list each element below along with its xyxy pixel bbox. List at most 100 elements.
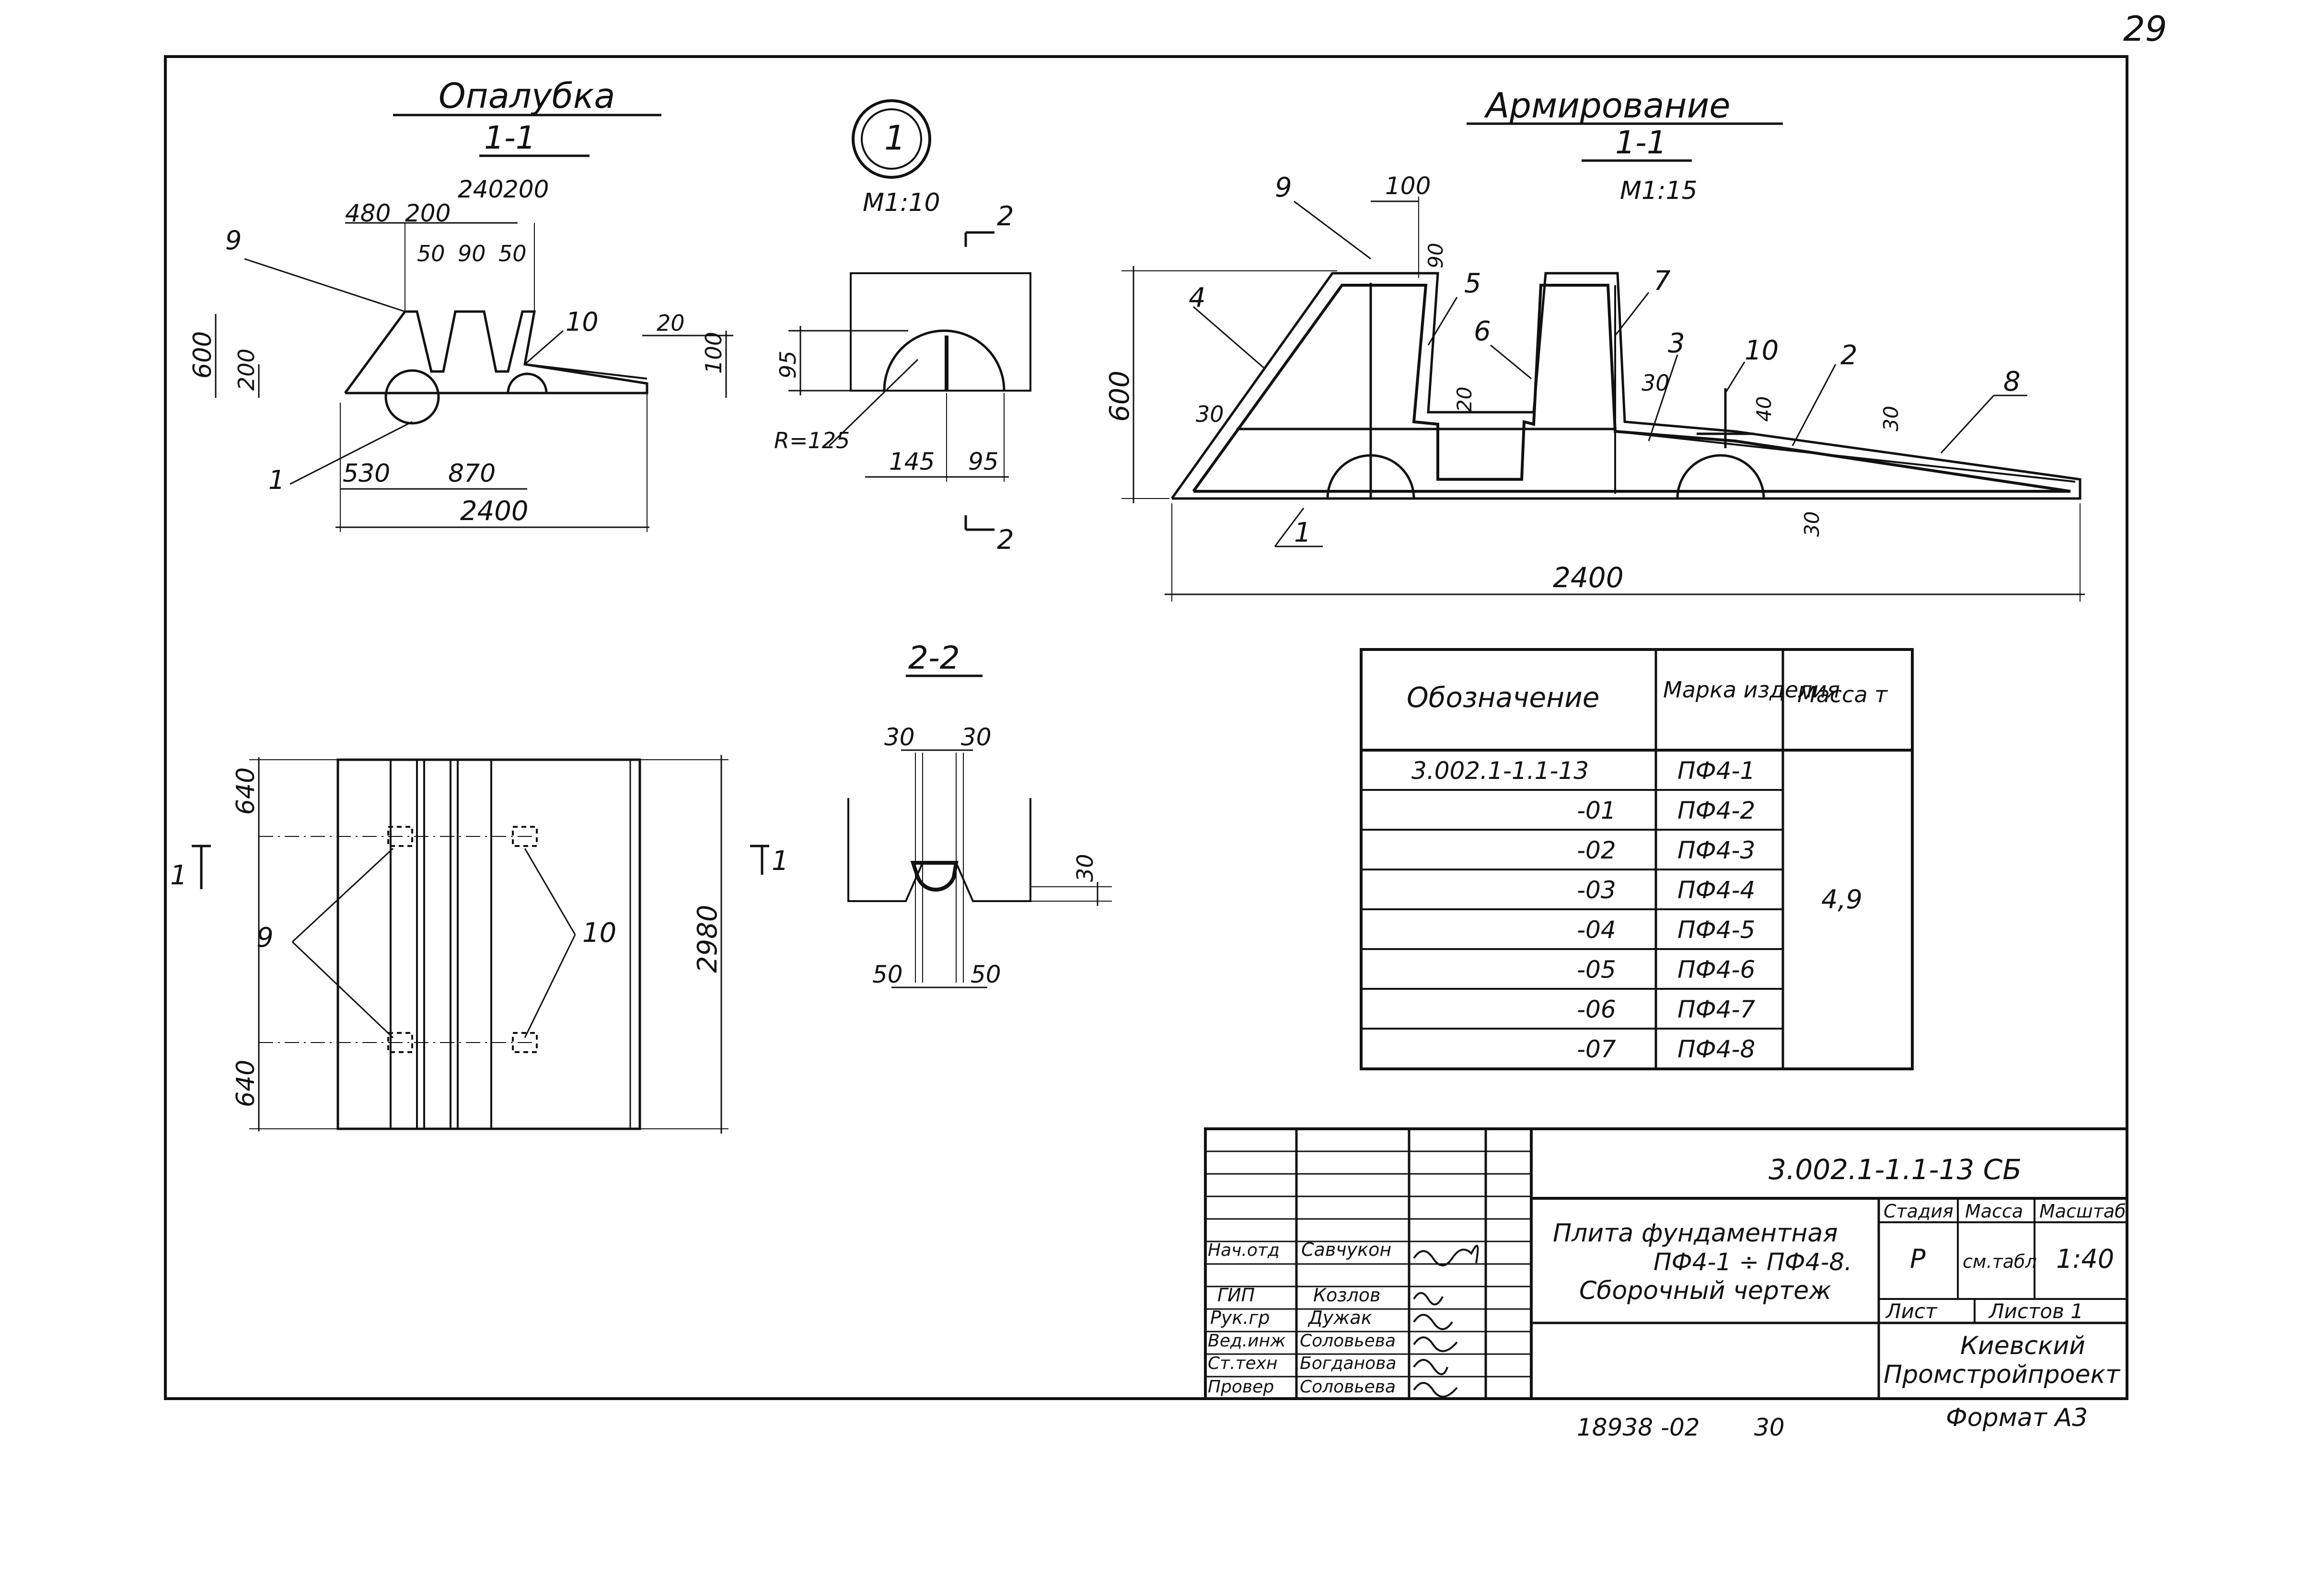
signatures	[1413, 1245, 1479, 1398]
title-block-scale: 1:40	[2056, 1244, 2114, 1274]
person-name-4: Соловьева	[1300, 1331, 1396, 1351]
title-block-name-1: Плита фундаментная	[1553, 1219, 1838, 1248]
bottom-number: 30	[1754, 1414, 1785, 1441]
node-1-mark	[852, 99, 931, 179]
reinf-pos-4: 4	[1189, 282, 1206, 313]
reinf-dim-100: 100	[1385, 172, 1431, 200]
bottom-code: 18938 -02	[1577, 1414, 1700, 1441]
title-block-stage-header: Стадия	[1884, 1201, 1954, 1222]
plan-cut-left: 1	[170, 860, 187, 891]
fw-dim-200b: 200	[503, 175, 549, 203]
fw-leader-9: 9	[225, 225, 242, 255]
reinf-dim-40: 40	[1752, 396, 1776, 422]
section-2-2-outline	[847, 798, 1031, 902]
spec-header-mark-text: Марка изделия	[1663, 677, 1840, 703]
node-1-recess	[883, 329, 1006, 391]
fw-leader-10: 10	[566, 307, 599, 337]
spec-header-mark: Марка изделия	[1663, 677, 1840, 703]
formwork-outline	[344, 310, 648, 394]
reinf-pos-6: 6	[1474, 316, 1491, 347]
reinf-pos-9: 9	[1275, 172, 1292, 203]
reinf-outline	[1170, 272, 2081, 500]
fw-dim-100: 100	[701, 332, 727, 374]
reinf-scale: М1:15	[1620, 176, 1698, 205]
spec-row-7-code: -06	[1577, 996, 1616, 1023]
person-role-5: Ст.техн	[1208, 1354, 1278, 1373]
spec-row-8-code: -07	[1577, 1035, 1616, 1063]
sheet-frame	[164, 55, 2128, 1400]
spec-row-3-mark: ПФ4-3	[1677, 836, 1755, 864]
fw-dim-870: 870	[448, 459, 496, 488]
plan-dim-640a: 640	[231, 767, 260, 815]
spec-mass-value: 4,9	[1821, 884, 1862, 915]
node-1-body	[850, 272, 1031, 392]
title-block-name-3: Сборочный чертеж	[1579, 1276, 1831, 1305]
spec-row-1-mark: ПФ4-1	[1677, 757, 1755, 785]
reinf-pos-2: 2	[1840, 340, 1858, 371]
node-1-dim-145: 145	[889, 448, 935, 475]
section-2-2-dim-30c: 30	[1072, 854, 1098, 882]
formwork-recess-2	[507, 372, 548, 394]
spec-row-7-mark: ПФ4-7	[1677, 996, 1755, 1023]
reinforcement-view: Армирование 1-1 М1:15 600 100 90 30 20 3…	[1104, 85, 2085, 602]
title-block-sheets: Листов 1	[1988, 1299, 2083, 1323]
reinf-pos-10: 10	[1745, 335, 1779, 366]
reinf-dim-2400: 2400	[1553, 561, 1624, 594]
fw-dim-530: 530	[343, 459, 390, 488]
formwork-section: 1-1	[484, 119, 536, 156]
fw-dim-2400: 2400	[460, 496, 529, 527]
person-role-6: Провер	[1208, 1377, 1274, 1397]
title-block-stage: Р	[1910, 1244, 1926, 1274]
node-1-cut-bottom: 2	[997, 524, 1014, 556]
node-1-dim-95a: 95	[775, 350, 801, 379]
spec-row-4-code: -03	[1577, 876, 1616, 904]
title-block: 3.002.1-1.1-13 СБ Плита фундаментная ПФ4…	[1204, 1127, 2128, 1400]
node-1-number: 1	[884, 118, 906, 158]
fw-dim-240: 240	[458, 175, 503, 203]
spec-header-designation: Обозначение	[1407, 681, 1599, 714]
node-1-view: 1 М1:10 2 95 R=125 145 95 2	[774, 99, 1031, 556]
fw-dim-200a: 200	[405, 199, 451, 227]
spec-row-5-mark: ПФ4-5	[1677, 916, 1755, 944]
plan-view: 640 640 2980 1 1 9 10	[170, 755, 789, 1134]
section-2-2-dim-50b: 50	[971, 961, 1001, 988]
plan-cut-right: 1	[772, 846, 789, 877]
reinf-dim-90: 90	[1424, 243, 1447, 268]
formwork-recess-1	[384, 369, 440, 425]
reinf-dim-30c: 30	[1879, 406, 1903, 431]
fw-dim-90: 90	[458, 241, 486, 267]
node-1-scale: М1:10	[863, 188, 940, 217]
page-number: 29	[2123, 9, 2167, 49]
spec-header-mass-text: Масса т	[1797, 682, 1888, 707]
node-1-cut-top: 2	[997, 201, 1014, 232]
spec-header-mass: Масса т	[1797, 682, 1888, 707]
plan-leader-9: 9	[256, 922, 274, 953]
reinf-title: Армирование	[1484, 85, 1731, 126]
person-role-4: Вед.инж	[1208, 1331, 1286, 1351]
section-2-2-dim-30a: 30	[884, 723, 915, 751]
formwork-title: Опалубка	[439, 76, 615, 116]
reinf-pos-1: 1	[1294, 517, 1311, 548]
spec-row-3-code: -02	[1577, 836, 1616, 864]
sheet-format: Формат А3	[1946, 1403, 2088, 1432]
fw-dim-480: 480	[345, 199, 391, 227]
reinf-dim-30d: 30	[1800, 511, 1824, 537]
node-1-dim-r125: R=125	[774, 428, 850, 453]
reinf-pos-3: 3	[1668, 328, 1685, 359]
person-role-3: Рук.гр	[1210, 1307, 1270, 1328]
reinf-pos-5: 5	[1464, 268, 1481, 299]
spec-row-1-code: 3.002.1-1.1-13	[1411, 757, 1589, 785]
reinf-dim-20: 20	[1453, 387, 1476, 412]
plan-dim-640b: 640	[231, 1060, 260, 1107]
spec-row-4-mark: ПФ4-4	[1677, 876, 1755, 904]
person-role-2: ГИП	[1217, 1285, 1255, 1306]
section-2-2-title: 2-2	[908, 639, 960, 676]
fw-leader-1: 1	[268, 465, 285, 495]
person-name-3: Дужак	[1307, 1307, 1372, 1328]
spec-row-6-code: -05	[1577, 956, 1616, 984]
title-block-mass: см.табл	[1963, 1251, 2037, 1272]
fw-dim-50b: 50	[498, 241, 527, 267]
title-block-mass-header: Масса	[1965, 1201, 2023, 1222]
section-2-2-dim-30b: 30	[961, 723, 992, 751]
